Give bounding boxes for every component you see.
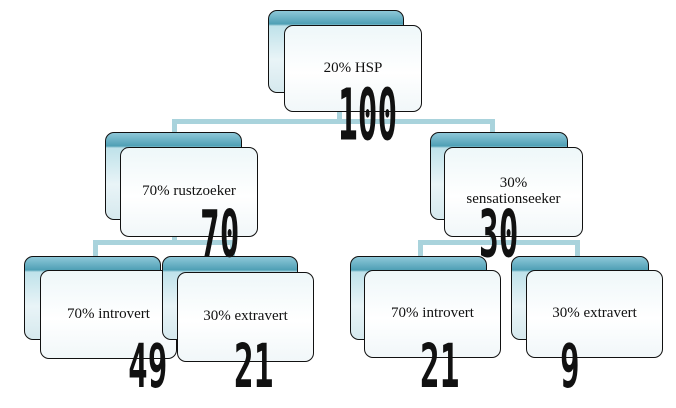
- count-right-introvert: 21: [420, 330, 460, 402]
- node-right-introvert-label: 70% introvert: [364, 270, 501, 358]
- count-left-extravert: 21: [234, 330, 274, 402]
- connector-left-drop: [172, 119, 177, 137]
- node-right-extravert-label: 30% extravert: [526, 270, 663, 358]
- node-sensationseeker-label: 30% sensationseeker: [444, 147, 583, 237]
- connector-right-bar: [418, 240, 580, 245]
- connector-right-leaf1-drop: [418, 240, 423, 258]
- node-rustzoeker-label: 70% rustzoeker: [120, 147, 258, 237]
- root-node-label: 20% HSP: [284, 25, 422, 112]
- count-root: 100: [338, 73, 398, 157]
- count-sensationseeker: 30: [479, 195, 519, 272]
- count-rustzoeker: 70: [200, 195, 240, 272]
- connector-level2-bar: [172, 119, 494, 124]
- connector-left-leaf2-drop: [230, 240, 235, 258]
- connector-right-drop: [490, 119, 495, 137]
- connector-left-bar: [93, 240, 235, 245]
- connector-root-down: [337, 110, 342, 122]
- node-left-extravert-label: 30% extravert: [177, 272, 314, 362]
- count-right-extravert: 9: [560, 330, 580, 402]
- connector-left-leaf1-drop: [93, 240, 98, 258]
- connector-right-leaf2-drop: [575, 240, 580, 258]
- count-left-introvert: 49: [128, 330, 168, 402]
- node-left-introvert-label: 70% introvert: [40, 270, 177, 359]
